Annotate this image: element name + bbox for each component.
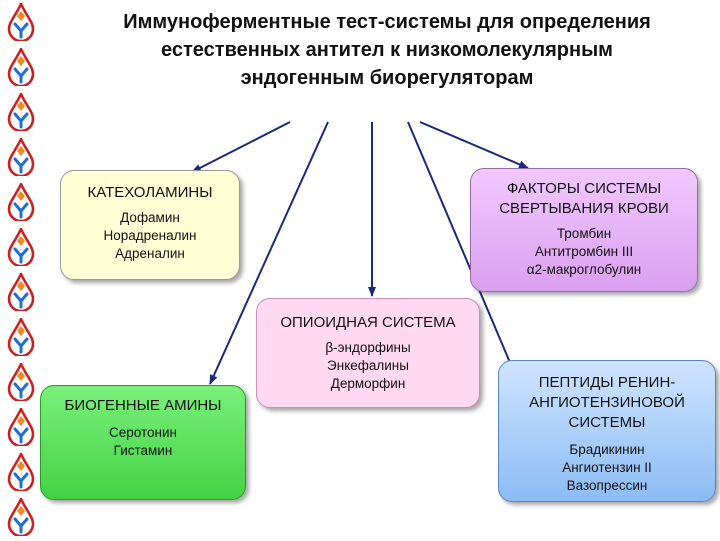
peptides-heading-line-3: СИСТЕМЫ [568,414,646,431]
opioid-item: Энкефалины [327,358,409,373]
opioid-item: β-эндорфины [325,340,411,355]
arrow-to-biogenic [209,121,329,385]
logo-icon [6,315,36,358]
logo-icon [6,90,36,133]
peptides-heading-line-2: АНГИОТЕНЗИНОВОЙ [529,394,685,411]
biogenic-item: Гистамин [113,443,173,458]
logo-icon [6,360,36,403]
catecholamines-item: Адреналин [115,246,185,261]
coagulation-item: Тромбин [556,226,612,241]
biogenic-amines-box: БИОГЕННЫЕ АМИНЫ Серотонин Гистамин [40,385,246,500]
logo-icon [6,270,36,313]
logo-icon [6,450,36,493]
opioid-system-box: ОПИОИДНАЯ СИСТЕМА β-эндорфины Энкефалины… [256,298,480,408]
catecholamines-box: КАТЕХОЛАМИНЫ Дофамин Норадреналин Адрена… [60,170,240,280]
logo-icon [6,180,36,223]
logo-icon [6,225,36,268]
logo-icon [6,405,36,448]
renin-angiotensin-peptides-box: ПЕПТИДЫ РЕНИН- АНГИОТЕНЗИНОВОЙ СИСТЕМЫ Б… [498,360,716,502]
coagulation-heading-line-1: ФАКТОРЫ СИСТЕМЫ [506,180,662,197]
logo-strip [0,0,44,540]
arrow-to-catecholamines [191,121,291,173]
catecholamines-item: Норадреналин [103,228,197,243]
biogenic-heading: БИОГЕННЫЕ АМИНЫ [64,397,222,414]
logo-icon [6,45,36,88]
coagulation-factors-box: ФАКТОРЫ СИСТЕМЫ СВЕРТЫВАНИЯ КРОВИ Тромби… [470,168,698,292]
biogenic-item: Серотонин [109,425,177,440]
peptides-item: Ангиотензин II [562,460,652,475]
opioid-heading: ОПИОИДНАЯ СИСТЕМА [280,314,456,331]
peptides-heading-line-1: ПЕПТИДЫ РЕНИН- [538,374,676,391]
arrow-to-coagulation [419,121,529,169]
coagulation-item: Антитромбин III [534,244,634,259]
coagulation-item: α2-макроглобулин [526,262,642,277]
logo-icon [6,0,36,43]
peptides-item: Брадикинин [569,442,645,457]
opioid-item: Дерморфин [330,376,406,391]
catecholamines-item: Дофамин [120,210,180,225]
catecholamines-heading: КАТЕХОЛАМИНЫ [87,184,213,201]
page-title: Иммуноферментные тест-системы для опреде… [62,8,712,92]
arrow-to-peptides [407,121,515,373]
coagulation-heading-line-2: СВЕРТЫВАНИЯ КРОВИ [499,200,669,217]
logo-icon [6,135,36,178]
title-line-2: естественных антител к низкомолекулярным [161,39,613,61]
title-line-3: эндогенным биорегуляторам [240,67,534,89]
title-line-1: Иммуноферментные тест-системы для опреде… [123,11,651,33]
peptides-item: Вазопрессин [566,478,648,493]
logo-icon [6,495,36,538]
